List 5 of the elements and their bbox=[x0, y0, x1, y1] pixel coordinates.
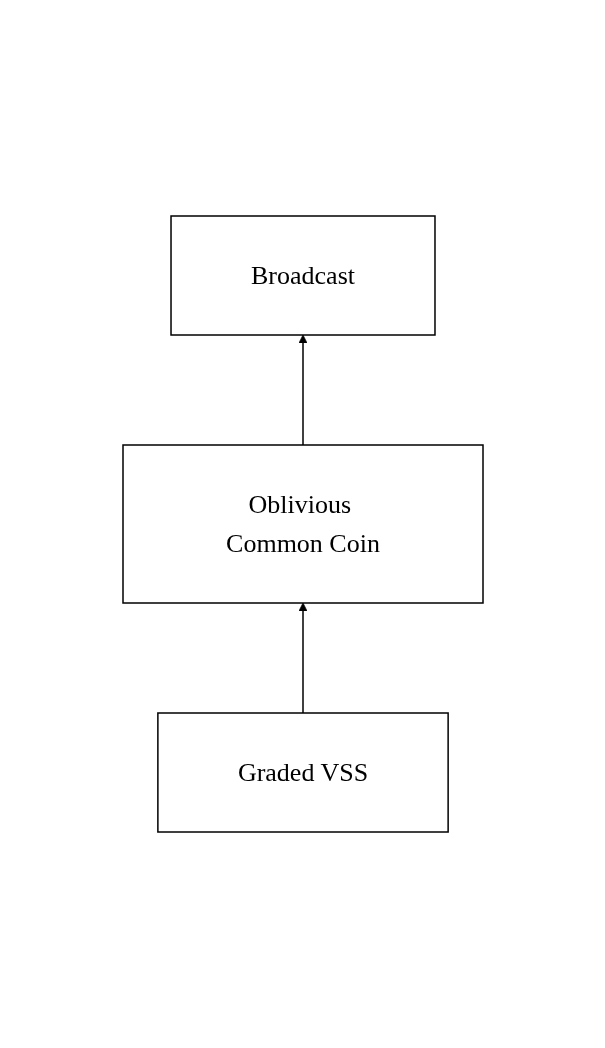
node-box: Graded VSS bbox=[156, 712, 449, 833]
node-box: Broadcast bbox=[169, 215, 436, 336]
arrow bbox=[298, 334, 307, 446]
arrow bbox=[298, 602, 307, 714]
node-box: Oblivious Common Coin bbox=[121, 444, 484, 604]
